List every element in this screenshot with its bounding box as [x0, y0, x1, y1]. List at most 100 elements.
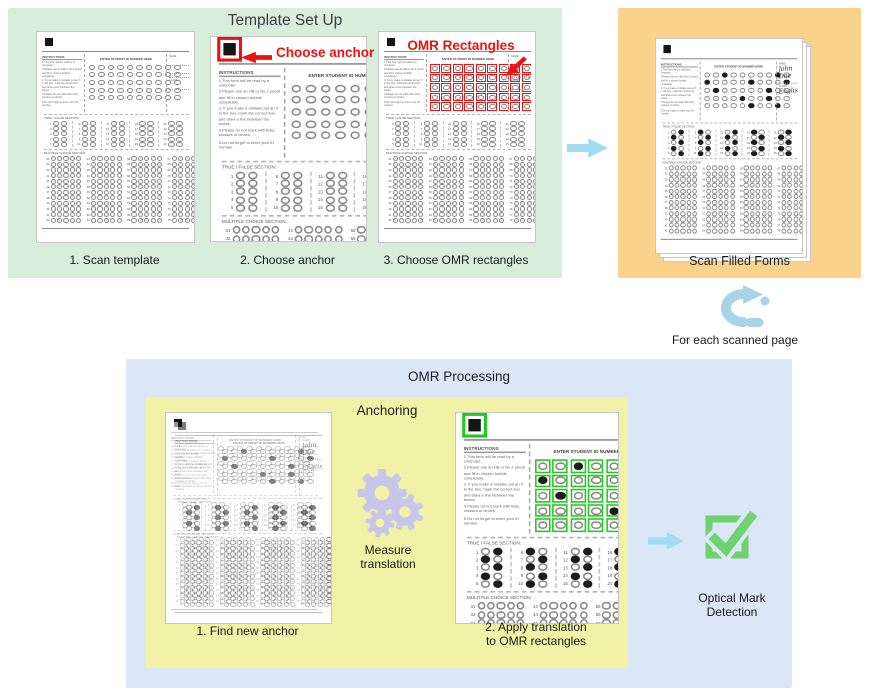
- tf-row: 13: [718, 140, 742, 146]
- bubble: [178, 178, 184, 184]
- tf-row: 6: [515, 547, 555, 556]
- bubble: [304, 596, 310, 602]
- question-number: 12: [720, 135, 724, 140]
- mc-caption: MULTIPLE CHOICE SECTION:: [386, 148, 531, 155]
- tf-row: 19: [474, 136, 500, 142]
- bubble: [150, 200, 156, 207]
- bubble: [751, 129, 758, 135]
- bubble: [232, 234, 241, 241]
- bubble: [443, 94, 450, 100]
- bubble: [751, 135, 758, 141]
- omr-cell: [116, 87, 124, 94]
- bubble: [718, 205, 723, 211]
- question-number: 54: [86, 218, 90, 223]
- bubble: [526, 206, 532, 212]
- bubble: [53, 141, 60, 147]
- bubble: [259, 456, 267, 462]
- instruction-item: 2.Please use an HB or No.2 pencil and fi…: [463, 466, 526, 481]
- bubble: [131, 217, 137, 223]
- tf-row: 17: [604, 555, 618, 564]
- bubble: [222, 525, 230, 531]
- instruction-item: 3. If you make a mistake put an X in the…: [384, 79, 423, 92]
- bubble: [144, 189, 150, 195]
- bubble: [243, 556, 249, 563]
- bubble: [477, 75, 485, 81]
- bubble: [186, 515, 193, 521]
- bubble: [739, 72, 746, 78]
- omr-cell: [756, 72, 764, 79]
- bubble: [137, 178, 143, 184]
- bubble: [230, 601, 236, 607]
- question-number: 49: [428, 190, 432, 195]
- bubble: [431, 75, 439, 81]
- bubble: [184, 189, 190, 195]
- bubble: [156, 172, 163, 179]
- bubble: [525, 547, 536, 556]
- question-number: 32: [664, 171, 668, 176]
- omr-cell: [765, 103, 772, 110]
- divider: [384, 228, 531, 230]
- omr-cell: [116, 72, 124, 79]
- bubble: [767, 211, 773, 217]
- bubble: [730, 103, 737, 109]
- bubble: [110, 184, 116, 190]
- bubble: [76, 212, 82, 218]
- question-number: 33: [46, 167, 50, 172]
- bubble: [793, 182, 799, 188]
- bubble: [196, 562, 202, 568]
- bubble: [512, 104, 519, 110]
- question-number: 51: [86, 201, 90, 206]
- tf-row: 6: [691, 129, 715, 135]
- question-number: 17: [362, 180, 367, 187]
- omr-cell: [290, 83, 302, 93]
- instruction-item: 3. If you make a mistake put an X in the…: [218, 106, 279, 127]
- question-number: 10: [518, 580, 524, 587]
- tf-row: 6: [75, 121, 101, 127]
- bubble: [202, 579, 208, 585]
- bubble: [178, 184, 184, 190]
- mc-row: 66: [258, 601, 296, 607]
- bubble: [323, 540, 330, 546]
- mc-row: 41: [386, 212, 424, 218]
- bubble: [150, 161, 156, 167]
- bubble: [686, 171, 692, 177]
- bubble: [242, 226, 251, 235]
- tf-row: 16: [474, 121, 500, 127]
- bubble: [473, 172, 479, 179]
- bubble: [131, 167, 137, 173]
- mc-row: 55: [347, 226, 366, 235]
- bubble: [778, 140, 785, 146]
- bubble: [116, 161, 122, 167]
- tf-row: 5: [46, 141, 72, 147]
- omr-cell: [588, 459, 604, 473]
- bubble: [411, 195, 417, 201]
- question-number: 31: [388, 156, 392, 161]
- question-number: 75: [300, 585, 304, 590]
- bubble: [288, 448, 295, 454]
- omr-cell: [765, 95, 772, 102]
- bubble: [718, 188, 723, 194]
- bubble: [466, 75, 473, 81]
- bubble: [537, 579, 548, 588]
- handwritten-name: John Doe: [778, 64, 793, 81]
- divider: [42, 228, 189, 230]
- bubble: [392, 184, 398, 190]
- mc-row: 63: [125, 200, 163, 207]
- bubble: [251, 515, 259, 521]
- question-number: 21: [505, 121, 509, 126]
- bubble: [307, 456, 314, 462]
- bubble: [479, 206, 485, 212]
- tf-row: 8: [75, 131, 101, 137]
- bubble: [76, 172, 82, 179]
- bubble: [492, 212, 498, 218]
- bubble: [357, 234, 366, 241]
- bubble: [516, 602, 525, 611]
- bubble: [270, 596, 276, 602]
- bubble: [692, 182, 698, 188]
- omr-cell: [535, 474, 551, 488]
- bubble: [525, 571, 536, 580]
